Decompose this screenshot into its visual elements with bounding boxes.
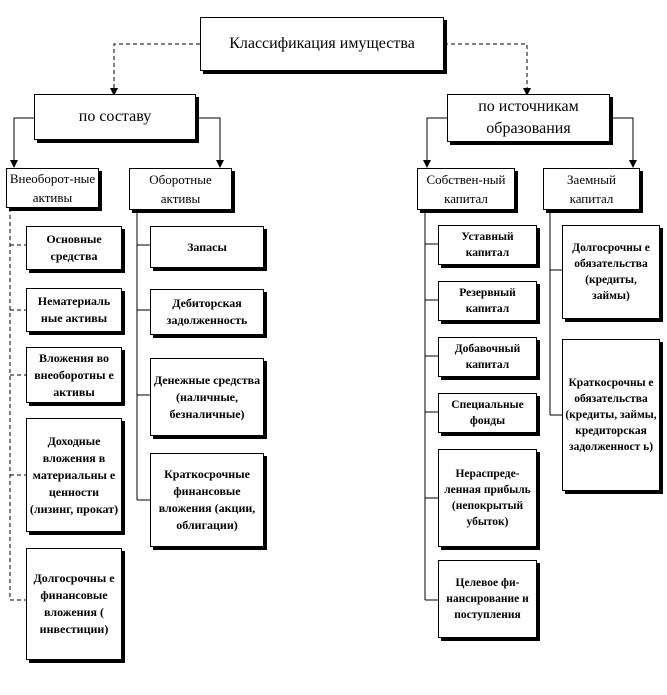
equity-item-label: Нераспреде-ленная прибыль (непокрытый уб… [444,468,531,528]
composition-title: по составу [78,108,152,125]
arrowhead [629,160,637,168]
current-assets-node: Оборотные активы [129,168,232,210]
equity-item: Добавочный капитал [438,337,537,377]
borrowed-item-label: Краткосрочны е обязательства (кредиты, з… [565,377,657,453]
composition-to-noncurrent-connector [13,117,34,166]
source-node: по источникам образования [447,94,610,142]
noncurrent-item-label: Доходные вложения в материальны е ценнос… [29,433,119,516]
equity-item-label: Уставный капитал [461,231,514,259]
borrowed-item-label: Долгосрочны е обязательства (кредиты, за… [572,242,650,302]
equity-item-label: Целевое фи-нансирование и поступления [446,577,529,621]
root-title: Классификация имущества [229,35,415,52]
borrowed-capital-node: Заемный капитал [543,168,640,210]
equity-capital-node: Собствен-ный капитал [417,168,515,210]
noncurrent-item: Долгосрочны е финансовые вложения ( инве… [26,548,122,660]
noncurrent-item-label: Основные средства [46,232,102,263]
noncurrent-assets-node: Внеоборот-ные активы [6,168,99,208]
noncurrent-item: Нематериаль ные активы [26,288,122,332]
source-to-equity-connector [426,117,447,166]
borrowed-item: Краткосрочны е обязательства (кредиты, з… [562,339,660,491]
noncurrent-item: Доходные вложения в материальны е ценнос… [26,418,122,532]
composition-to-current-connector [196,117,221,166]
current-assets-title: Оборотные активы [149,172,212,206]
current-item-label: Запасы [187,239,227,254]
arrowhead [216,160,224,168]
equity-item: Нераспреде-ленная прибыль (непокрытый уб… [438,449,537,547]
borrowed-capital-title: Заемный капитал [567,172,616,206]
current-item: Запасы [150,226,264,268]
equity-item: Специальные фонды [438,393,537,433]
noncurrent-item-label: Долгосрочны е финансовые вложения ( инве… [33,571,115,636]
current-item-label: Дебиторская задолженность [166,296,248,327]
composition-node: по составу [34,94,196,140]
current-item: Краткосрочные финансовые вложения (акции… [150,453,264,547]
noncurrent-item-label: Вложения во внеоборотны е активы [34,350,114,399]
equity-item: Целевое фи-нансирование и поступления [438,560,537,638]
noncurrent-assets-title: Внеоборот-ные активы [9,171,96,205]
noncurrent-item: Основные средства [26,226,122,270]
current-item-label: Денежные средства (наличные, безналичные… [153,372,261,421]
current-item: Дебиторская задолженность [150,289,264,335]
borrowed-item: Долгосрочны е обязательства (кредиты, за… [562,225,660,319]
source-title: по источникам образования [478,98,579,137]
root-to-composition-connector [113,43,200,92]
root-node: Классификация имущества [200,17,444,71]
arrowhead [10,160,18,168]
current-item-label: Краткосрочные финансовые вложения (акции… [158,467,256,532]
current-item: Денежные средства (наличные, безналичные… [150,358,264,436]
arrowhead [110,88,118,96]
noncurrent-item-label: Нематериаль ные активы [37,294,111,325]
root-to-source-connector [444,43,528,92]
noncurrent-item: Вложения во внеоборотны е активы [26,347,122,403]
equity-item-label: Специальные фонды [451,399,524,427]
equity-capital-title: Собствен-ный капитал [426,172,506,206]
equity-item-label: Резервный капитал [459,287,516,315]
arrowhead [423,160,431,168]
arrowhead [523,88,531,96]
equity-item-label: Добавочный капитал [454,343,521,371]
equity-item: Уставный капитал [438,225,537,265]
equity-item: Резервный капитал [438,281,537,321]
source-to-borrowed-connector [610,117,634,166]
